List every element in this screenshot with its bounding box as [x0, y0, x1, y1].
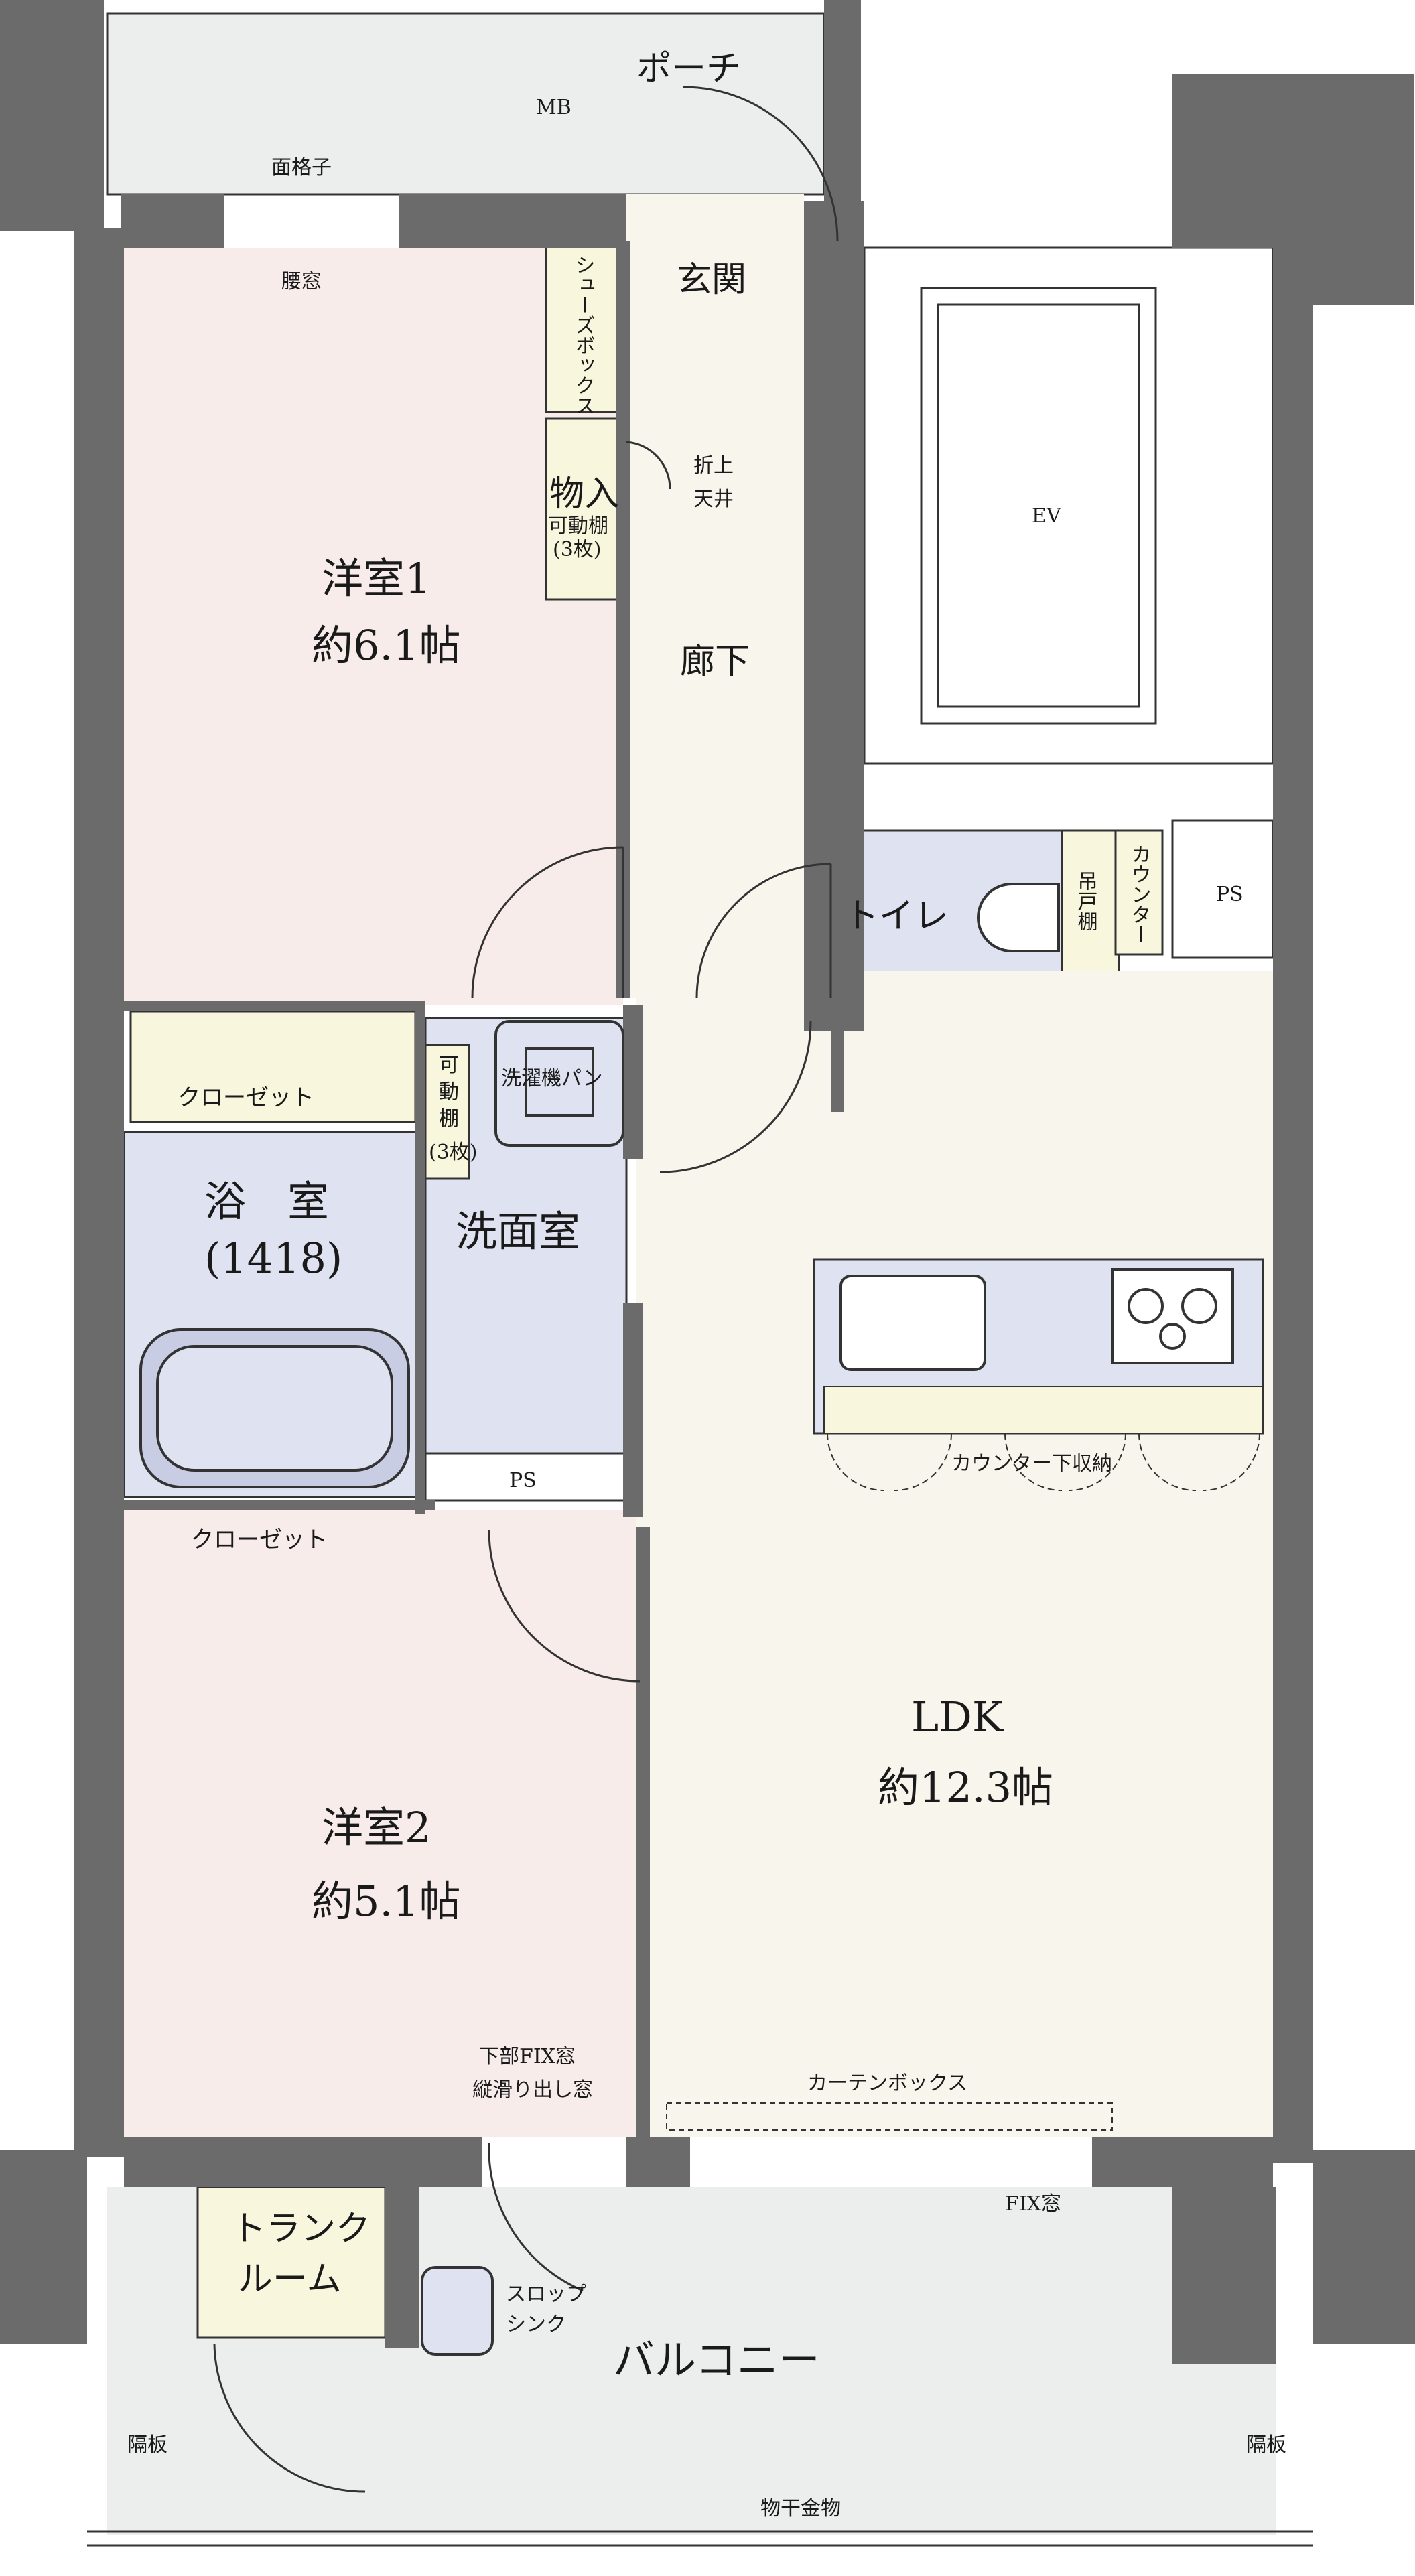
closet-2-label: クローゼット [191, 1526, 328, 1553]
ldk-name: LDK [911, 1693, 1004, 1741]
porch-label: ポーチ [636, 49, 741, 89]
hallway-floor [623, 435, 831, 998]
wash-shelf-1: 可 [439, 1054, 459, 1077]
shoe-box [545, 243, 621, 413]
western-room-2-size: 約5.1帖 [312, 1877, 461, 1926]
partition-left-label: 隔板 [127, 2433, 167, 2457]
shoe-box-label: シューズボックス [571, 255, 595, 415]
trunk-room-line2: ルーム [238, 2259, 341, 2299]
slop-sink-line2: シンク [506, 2313, 566, 2336]
ev-label: EV [1032, 504, 1062, 528]
bath-size: (1418) [204, 1234, 342, 1283]
folded-ceiling-2: 天井 [693, 488, 734, 511]
entrance-label: 玄関 [677, 260, 746, 300]
ps-top-label: PS [1216, 883, 1243, 906]
storage-label: 物入 [549, 474, 619, 514]
fix-window-label: FIX窓 [1005, 2192, 1061, 2216]
lattice-label: 面格子 [271, 156, 332, 180]
slop-sink [421, 2266, 494, 2356]
western-room-1-floor [121, 248, 623, 1005]
text-layer: MB ポーチ 面格子 腰窓 玄関 折上 天井 EV 洋室1 約6.1帖 物入 可… [127, 49, 1286, 2520]
waist-window-label: 腰窓 [281, 270, 322, 293]
ldk-floor [636, 971, 1276, 2137]
hallway-label: 廊下 [680, 642, 750, 682]
curtain-box [666, 2102, 1113, 2131]
balcony-railing [87, 2530, 1313, 2547]
closet-1 [129, 1010, 417, 1123]
porch-floor [106, 12, 825, 196]
wash-shelf-3: 棚 [439, 1107, 459, 1131]
under-counter-doors [827, 1433, 1260, 1491]
trunk-room-line1: トランク [231, 2209, 370, 2249]
washroom-label: 洗面室 [456, 1207, 580, 1256]
wash-shelf [424, 1044, 470, 1180]
ev-detail [920, 287, 1157, 725]
western-room-1-name: 洋室1 [322, 554, 431, 603]
doors [213, 86, 839, 2493]
counter-box [1114, 829, 1164, 956]
slop-sink-line1: スロップ [506, 2283, 586, 2306]
western-room-2-name: 洋室2 [322, 1803, 431, 1852]
trunk-room [196, 2186, 387, 2339]
western-room-2-floor [121, 1510, 636, 2137]
mb-label: MB [536, 96, 571, 119]
wash-shelf-2: 動 [439, 1080, 459, 1104]
ev-shaft [863, 246, 1274, 765]
clothes-hanger-label: 物干金物 [760, 2497, 841, 2520]
western-room-1-size: 約6.1帖 [312, 621, 461, 670]
storage-shelf-label: 可動棚 [548, 514, 608, 538]
ldk-size: 約12.3帖 [878, 1763, 1053, 1812]
hanging-shelf-label: 吊戸棚 [1074, 871, 1098, 931]
curtain-box-label: カーテンボックス [807, 2072, 967, 2095]
wash-shelf-count: (3枚) [429, 1141, 478, 1164]
ps-box-bottom [424, 1452, 628, 1502]
under-counter-label: カウンター下収納 [951, 1452, 1112, 1476]
folded-ceiling-1: 折上 [693, 454, 734, 478]
toilet-fixture [977, 883, 1060, 952]
fix-window-top1: 下部FIX窓 [479, 2045, 576, 2068]
bathtub [139, 1328, 410, 1488]
closet-1-label: クローゼット [178, 1084, 314, 1111]
partition-right-label: 隔板 [1246, 2433, 1286, 2457]
kitchen-fixtures [839, 1268, 1234, 1371]
bath-label: 浴 室 [204, 1177, 329, 1226]
toilet-label: トイレ [844, 896, 949, 936]
kitchen-bar [823, 1386, 1264, 1434]
washer-pan [494, 1020, 624, 1147]
walls [0, 0, 1415, 2364]
counter-label: カウンター [1128, 844, 1151, 944]
entrance-floor [623, 194, 804, 435]
fix-window-top2: 縦滑り出し窓 [472, 2078, 593, 2102]
storage-shelf-count: (3枚) [553, 538, 602, 561]
washer-pan-label: 洗濯機パン [501, 1067, 603, 1090]
ps-bottom-label: PS [509, 1469, 537, 1492]
balcony-label: バルコニー [613, 2336, 820, 2384]
